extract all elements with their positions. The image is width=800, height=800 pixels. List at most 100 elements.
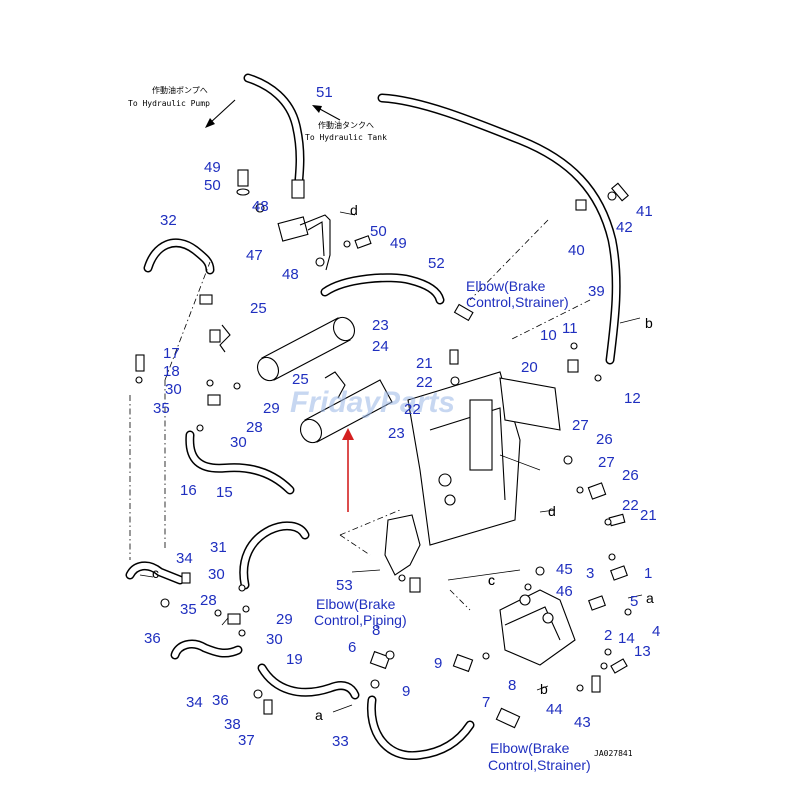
bolt-17 [135, 354, 145, 372]
callout-50: 50 [204, 177, 221, 194]
callout-24: 24 [372, 338, 389, 355]
callout-36-b: 36 [212, 692, 229, 709]
callout-19: 19 [286, 651, 303, 668]
bolt-54 [409, 577, 421, 593]
fitting-34 [181, 572, 191, 584]
callout-4: 4 [652, 623, 660, 640]
callout-49: 49 [204, 159, 221, 176]
callout-27-b: 27 [598, 454, 615, 471]
ref-d-right: d [548, 503, 556, 519]
hose-31 [239, 521, 310, 590]
fitting-10 [567, 359, 579, 373]
block-26 [587, 482, 607, 500]
callout-26-b: 26 [622, 467, 639, 484]
watermark: FridayParts [290, 386, 455, 419]
callout-30-c: 30 [208, 566, 225, 583]
callout-9: 9 [434, 655, 442, 672]
callout-35-b: 35 [180, 601, 197, 618]
callout-22-c: 22 [622, 497, 639, 514]
callout-35: 35 [153, 400, 170, 417]
callout-48-b: 48 [282, 266, 299, 283]
callout-18: 18 [163, 363, 180, 380]
fitting-1 [610, 565, 628, 581]
callout-31: 31 [210, 539, 227, 556]
filter-23 [299, 379, 393, 444]
callout-6: 6 [348, 639, 356, 656]
callout-14: 14 [618, 630, 635, 647]
callout-40: 40 [568, 242, 585, 259]
fitting-28-upper [207, 394, 221, 406]
callout-2: 2 [604, 627, 612, 644]
callout-48: 48 [252, 198, 269, 215]
callout-28: 28 [246, 419, 263, 436]
callout-27: 27 [572, 417, 589, 434]
hose-25-top [209, 329, 221, 343]
filter-24 [256, 316, 356, 382]
callout-9-b: 9 [402, 683, 410, 700]
elbow-strainer-bottom [495, 707, 521, 729]
callout-46: 46 [556, 583, 573, 600]
hose-39 [377, 93, 621, 365]
ref-c-middle: c [488, 572, 495, 588]
callout-45: 45 [556, 561, 573, 578]
callout-30-d: 30 [266, 631, 283, 648]
elbow-strainer-top [453, 303, 474, 322]
callout-1: 1 [644, 565, 652, 582]
line-art: d b d c c a a b [125, 73, 654, 761]
callout-8: 8 [372, 622, 380, 639]
callout-23: 23 [372, 317, 389, 334]
note-3-line2: Control,Strainer) [488, 757, 591, 773]
callout-39: 39 [588, 283, 605, 300]
callout-36: 36 [144, 630, 161, 647]
ref-a-right: a [646, 590, 654, 606]
bolt-49-b [354, 235, 372, 249]
callout-16: 16 [180, 482, 197, 499]
callout-42: 42 [616, 219, 633, 236]
tank-label-jp: 作動油タンクへ [318, 120, 374, 130]
callout-8-b: 8 [508, 677, 516, 694]
tank-label-en: To Hydraulic Tank [305, 133, 387, 142]
callout-28-b: 28 [200, 592, 217, 609]
bolt-49 [237, 169, 249, 187]
callout-30: 30 [165, 381, 182, 398]
callout-17: 17 [163, 345, 180, 362]
fitting-28 [227, 613, 241, 625]
callout-29: 29 [263, 400, 280, 417]
brake-valve [499, 589, 576, 666]
bolt-21-right [608, 513, 626, 527]
bolt-13 [610, 658, 628, 674]
callout-30-b: 30 [230, 434, 247, 451]
callout-38: 38 [224, 716, 241, 733]
callout-7: 7 [482, 694, 490, 711]
bolt-43 [591, 675, 601, 693]
callout-52: 52 [428, 255, 445, 272]
arrow-head-tank [312, 105, 322, 113]
ref-d-top: d [350, 202, 358, 218]
note-3-line1: Elbow(Brake [490, 740, 570, 756]
clamp-40 [575, 199, 587, 211]
arrow-head-pump [205, 118, 215, 128]
callout-13: 13 [634, 643, 651, 660]
pump-label-jp: 作動油ポンプへ [152, 85, 208, 95]
note-1-line1: Elbow(Brake [466, 278, 546, 294]
note-1-line2: Control,Strainer) [466, 294, 569, 310]
callout-20: 20 [521, 359, 538, 376]
callouts: 51 49 50 48 47 48 50 49 52 41 42 40 39 3… [144, 84, 660, 750]
callout-43: 43 [574, 714, 591, 731]
callout-53: 53 [336, 577, 353, 594]
bolt-21-top [449, 349, 459, 365]
ref-c-left: c [152, 565, 159, 581]
callout-50-b: 50 [370, 223, 387, 240]
bracket-53 [384, 514, 421, 576]
elbow-6 [369, 650, 391, 670]
callout-11: 11 [562, 320, 578, 337]
callout-29-b: 29 [276, 611, 293, 628]
note-2-line2: Control,Piping) [314, 612, 407, 628]
callout-21: 21 [416, 355, 433, 372]
ref-b-right: b [645, 315, 653, 331]
callout-22: 22 [416, 374, 433, 391]
callout-3: 3 [586, 565, 594, 582]
callout-49-b: 49 [390, 235, 407, 252]
callout-33: 33 [332, 733, 349, 750]
